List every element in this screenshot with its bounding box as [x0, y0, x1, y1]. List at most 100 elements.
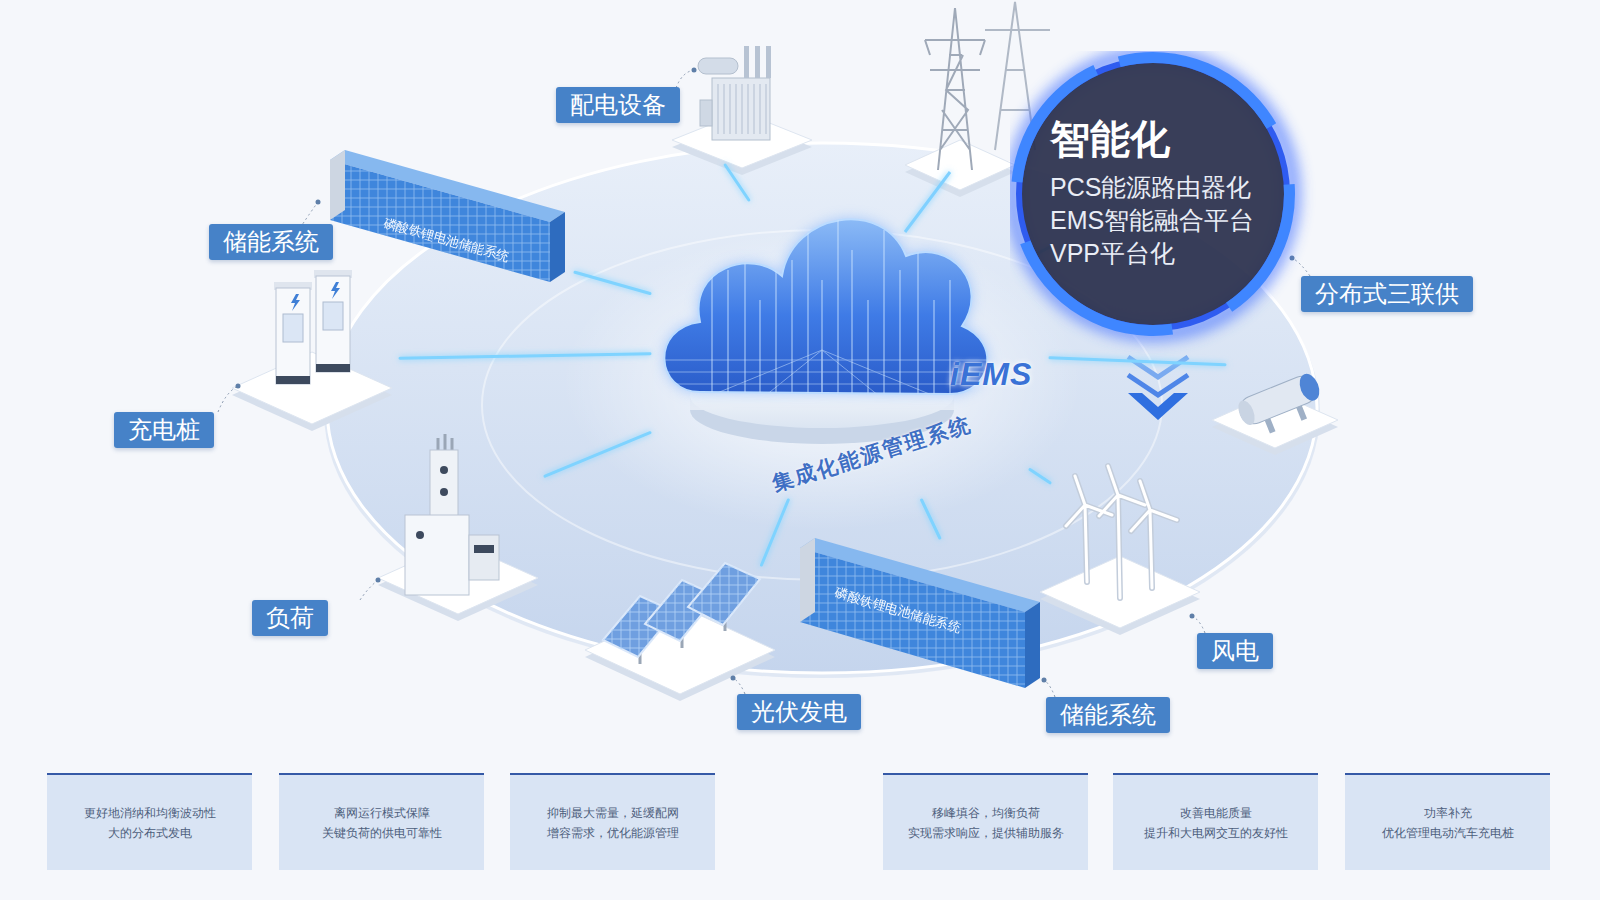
transformer-illustration: [755, 46, 760, 78]
hub-cloud-illustration: [664, 219, 987, 394]
battery-container-illustration: [330, 160, 550, 282]
leader-dots: [218, 386, 238, 412]
energy-link: [922, 500, 940, 538]
circle-arc: [1226, 184, 1295, 312]
benefit-box: 离网运行模式保障 关键负荷的供电可靠性: [279, 773, 484, 870]
solar-illustration: [585, 563, 775, 701]
chevron-arrow: [1128, 393, 1188, 420]
benefit-text: 更好地消纳和均衡波动性 大的分布式发电: [64, 803, 236, 843]
hub-cloud-illustration: [660, 215, 1000, 400]
circle-text-block: 智能化PCS能源路由器化EMS智能融合平台VPP平台化: [1050, 113, 1254, 270]
load-illustration: [474, 545, 494, 553]
load-illustration: [440, 488, 448, 496]
charger-illustration: [232, 352, 392, 424]
charger-illustration: [276, 376, 310, 384]
charger-illustration: [291, 294, 300, 311]
transformer-illustration: [766, 46, 771, 78]
battery-container-illustration: [800, 538, 815, 622]
hub-caption: 集成化能源管理系统: [763, 408, 982, 499]
load-illustration: [430, 450, 458, 520]
ems-hub: iEMS 集成化能源管理系统: [650, 200, 1050, 500]
leader-dots: [316, 200, 321, 205]
energy-link: [725, 165, 749, 200]
equipment-node: 风电: [1030, 465, 1328, 672]
battery-container-illustration: [330, 150, 565, 282]
equipment-node: 充电桩: [110, 270, 400, 452]
energy-link: [1050, 358, 1225, 365]
transformer-illustration: [698, 58, 738, 74]
equipment-tag: 光伏发电: [737, 694, 861, 730]
equipment-node: 分布式三联供: [1225, 272, 1495, 468]
equipment-tag: 分布式三联供: [1301, 276, 1473, 312]
hub-cloud-illustration: [660, 350, 1000, 400]
transformer-illustration: [700, 100, 712, 126]
battery-container-illustration: [800, 548, 1025, 688]
wind-turbine-illustration: [1066, 466, 1177, 598]
leader-dots: [1292, 258, 1310, 276]
equipment-node: 负荷: [248, 435, 545, 640]
load-illustration: [438, 434, 452, 452]
benefit-box: 更好地消纳和均衡波动性 大的分布式发电: [47, 773, 252, 870]
benefit-box: 改善电能质量 提升和大电网交互的友好性: [1113, 773, 1318, 870]
circle-item: EMS智能融合平台: [1050, 204, 1254, 237]
hub-cloud-illustration: [664, 219, 987, 394]
equipment-tag: 风电: [1197, 633, 1273, 669]
benefit-text: 离网运行模式保障 关键负荷的供电可靠性: [296, 803, 468, 843]
load-illustration: [440, 466, 448, 474]
transformer-illustration: [718, 84, 766, 134]
transformer-illustration: [712, 78, 770, 140]
leader-dots: [1042, 678, 1047, 683]
container-print: 磷酸铁锂电池储能系统: [381, 214, 511, 266]
charger-illustration: [232, 270, 392, 431]
battery-container-illustration: [330, 150, 345, 220]
chevron-arrow: [1128, 375, 1188, 395]
leader-dots: [733, 678, 745, 694]
benefit-text: 抑制最大需量，延缓配网 增容需求，优化能源管理: [527, 803, 699, 843]
tower-illustration: [925, 40, 985, 70]
equipment-node: 储能系统: [798, 538, 1176, 736]
charger-illustration: [316, 364, 350, 372]
equipment-node: 配电设备: [556, 40, 810, 165]
battery-container-illustration: [330, 160, 550, 282]
hub-cloud-illustration: [712, 215, 950, 395]
chp-tank-illustration: [1212, 371, 1338, 455]
leader-dots: [692, 68, 697, 73]
energy-link: [1030, 470, 1050, 483]
wind-turbine-illustration: [1066, 466, 1177, 598]
circle-arcs: [1012, 52, 1295, 336]
energy-link: [575, 272, 650, 293]
hub-cloud-illustration: [660, 215, 1000, 444]
equipment-tag: 负荷: [252, 600, 328, 636]
energy-link: [545, 433, 650, 476]
tower-illustration: [905, 140, 1015, 190]
benefit-box: 抑制最大需量，延缓配网 增容需求，优化能源管理: [510, 773, 715, 870]
load-illustration: [469, 535, 499, 580]
leader-dots: [1192, 616, 1205, 633]
energy-link: [761, 500, 788, 565]
transformer-illustration: [672, 46, 812, 175]
leader-dots: [1290, 256, 1295, 261]
leader-dots: [376, 578, 381, 583]
benefit-box: 功率补充 优化管理电动汽车充电桩: [1345, 773, 1550, 870]
leader-dots: [676, 70, 694, 88]
charger-illustration: [323, 302, 343, 330]
equipment-tag: 充电桩: [114, 412, 214, 448]
leader-dots: [731, 676, 736, 681]
battery-container-illustration: [550, 212, 565, 282]
chevron-arrow: [1128, 357, 1188, 420]
equipment-node: 光伏发电: [585, 565, 868, 735]
feature-circle: 智能化PCS能源路由器化EMS智能融合平台VPP平台化: [1010, 51, 1296, 337]
benefit-box: 移峰填谷，均衡负荷 实现需求响应，提供辅助服务: [883, 773, 1088, 870]
circle-item: PCS能源路由器化: [1050, 171, 1254, 204]
circle-item: VPP平台化: [1050, 237, 1254, 270]
equipment-tag: 储能系统: [209, 224, 333, 260]
tower-illustration: [905, 172, 950, 232]
container-print: 磷酸铁锂电池储能系统: [833, 584, 963, 637]
chp-tank-illustration: [1296, 371, 1323, 404]
benefit-text: 移峰填谷，均衡负荷 实现需求响应，提供辅助服务: [900, 803, 1072, 843]
hub-logo-text: iEMS: [950, 356, 1032, 393]
